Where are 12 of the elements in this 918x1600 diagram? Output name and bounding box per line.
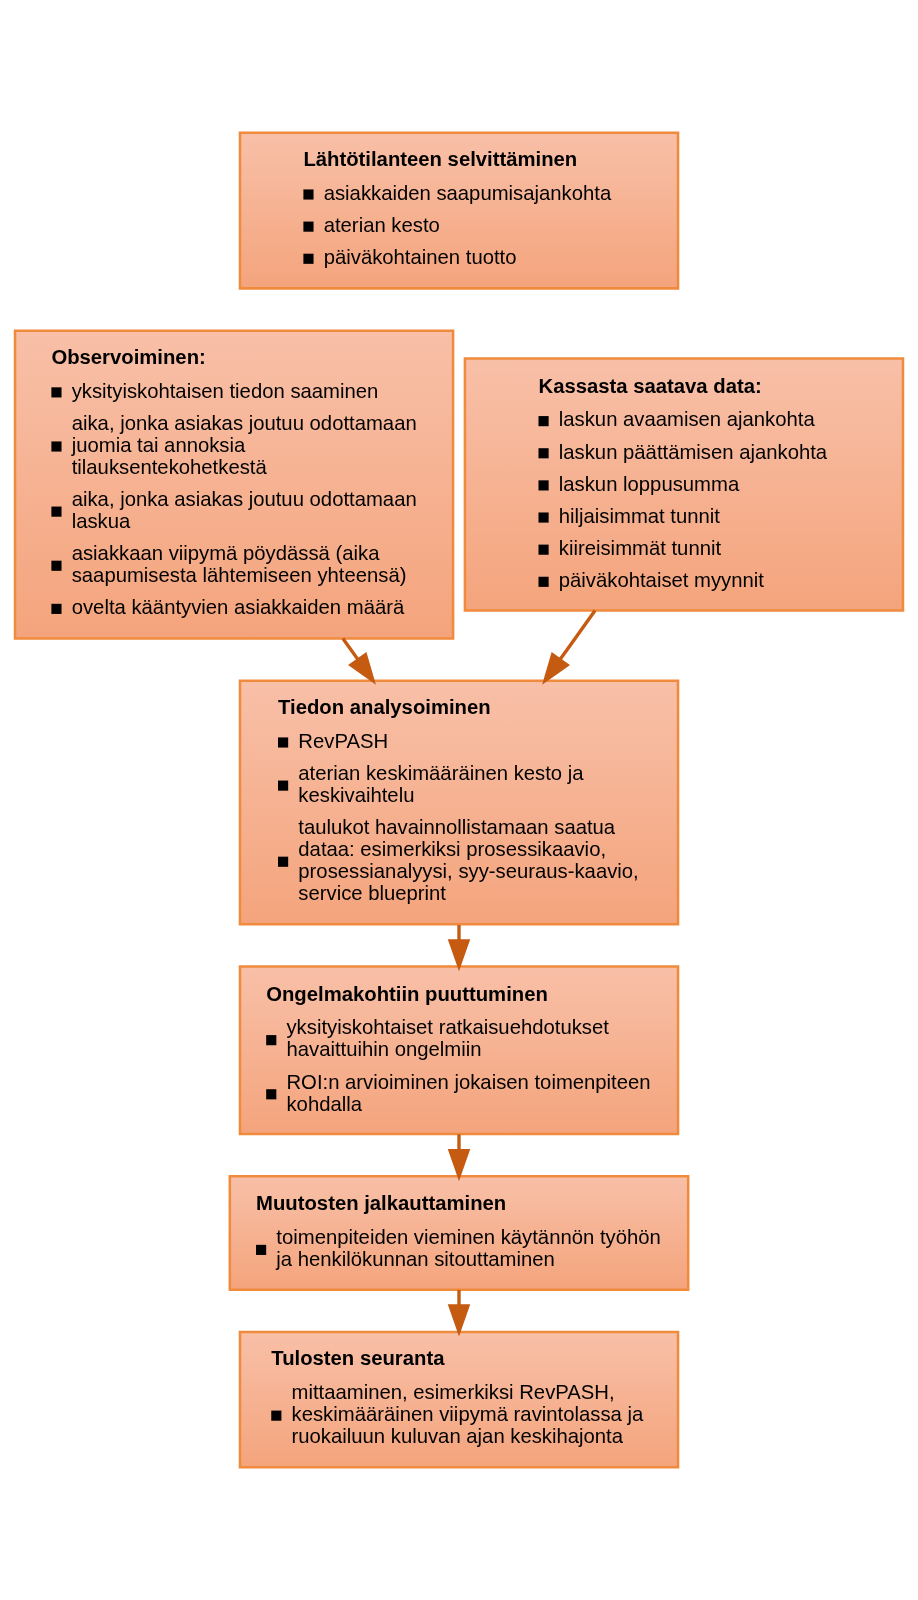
node-box: Tulosten seuranta mittaaminen, esimerkiksi RevPASH, keskimääräinen viipymä ravintolassa ja ruokailuun kuluvan ajan keskihajonta — [238, 1330, 680, 1469]
arrow — [447, 1134, 471, 1182]
arrow — [447, 925, 471, 972]
node-box: Muutosten jalkauttaminen toimenpiteiden vieminen käytännön työhön ja henkilökunnan sitouttaminen — [228, 1175, 690, 1291]
node-box: Tiedon analysoiminen RevPASH aterian keskimääräinen kesto ja keskivaihtelu taulukot havainnollistamaan saatua dataa: esimerkiksi prosessikaavio, prosessianalyysi, syy-seuraus-kaavio, service blueprint — [238, 679, 680, 926]
node-box: Kassasta saatava data: laskun avaamisen ajankohta laskun päättämisen ajankohta laskun loppusumma hiljaisimmat tunnit kiireisimmät tunnit päiväkohtaiset myynnit — [463, 357, 905, 612]
arrow — [447, 1289, 471, 1337]
node-box: Observoiminen: yksityiskohtaisen tiedon saaminen aika, jonka asiakas joutuu odottamaan juomia tai annoksia tilauksentekohetkestä aika, jonka asiakas joutuu odottamaan laskua asiakkaan viipymä pöydässä (aika saapumisesta lähtemiseen yhteensä) ovelta kääntyvien asiakkaiden määrä — [13, 329, 455, 640]
node-box: Lähtötilanteen selvittäminen asiakkaiden saapumisajankohta aterian kesto päiväkohtainen tuotto — [238, 131, 680, 290]
arrow — [542, 609, 597, 685]
arrow — [341, 637, 376, 685]
node-box: Ongelmakohtiin puuttuminen yksityiskohtaiset ratkaisuehdotukset havaittuihin ongelmiin ROI:n arvioiminen jokaisen toimenpiteen kohdalla — [238, 965, 680, 1136]
